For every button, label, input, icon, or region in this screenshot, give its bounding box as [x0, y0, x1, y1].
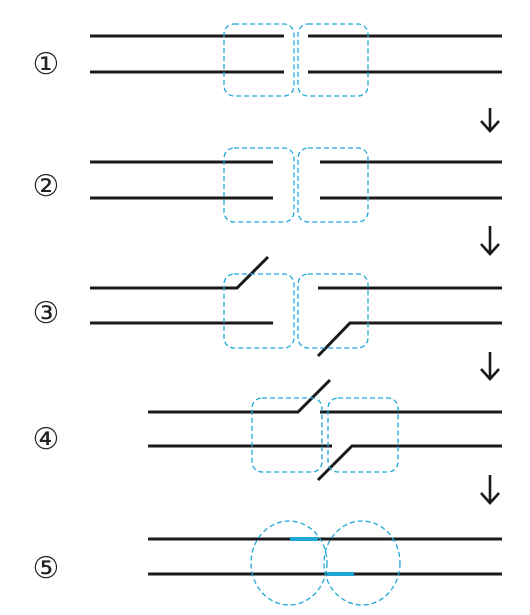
step-5-right-zone: [323, 520, 401, 606]
step-4-top-left-line-lifted: [148, 378, 332, 414]
step-5-left-zone: [250, 520, 328, 606]
down-arrow-head: [480, 120, 500, 133]
arrow-3: [480, 352, 500, 381]
step-2-right-zone: [297, 147, 369, 223]
step-1-label: ①: [33, 47, 60, 82]
arrow-4: [480, 475, 500, 505]
step-3-bottom-right-line-lifted: [316, 321, 502, 358]
step-2-left-zone: [223, 147, 295, 223]
step-5: ⑤: [33, 520, 502, 606]
step-3-label: ③: [33, 296, 60, 331]
step-5-label: ⑤: [33, 551, 60, 586]
down-arrow-head: [480, 243, 500, 256]
step-3-top-left-line-lifted: [90, 255, 270, 290]
step-2: ②: [33, 147, 502, 223]
arrow-2: [480, 226, 500, 256]
step-4-label: ④: [33, 422, 60, 457]
step-4-right-zone: [327, 397, 399, 473]
down-arrow-head: [480, 492, 500, 505]
step-3-left-zone: [223, 273, 295, 349]
step-1: ①: [33, 23, 502, 97]
step-1-left-zone: [223, 23, 295, 97]
step-4: ④: [33, 378, 502, 482]
step-4-left-zone: [251, 397, 323, 473]
step-1-right-zone: [297, 23, 369, 97]
step-3: ③: [33, 255, 502, 358]
down-arrow-head: [480, 368, 500, 381]
step-2-label: ②: [33, 169, 60, 204]
arrow-1: [480, 108, 500, 133]
step-3-right-zone: [297, 273, 369, 349]
step-4-bottom-right-line-lifted: [316, 444, 502, 482]
